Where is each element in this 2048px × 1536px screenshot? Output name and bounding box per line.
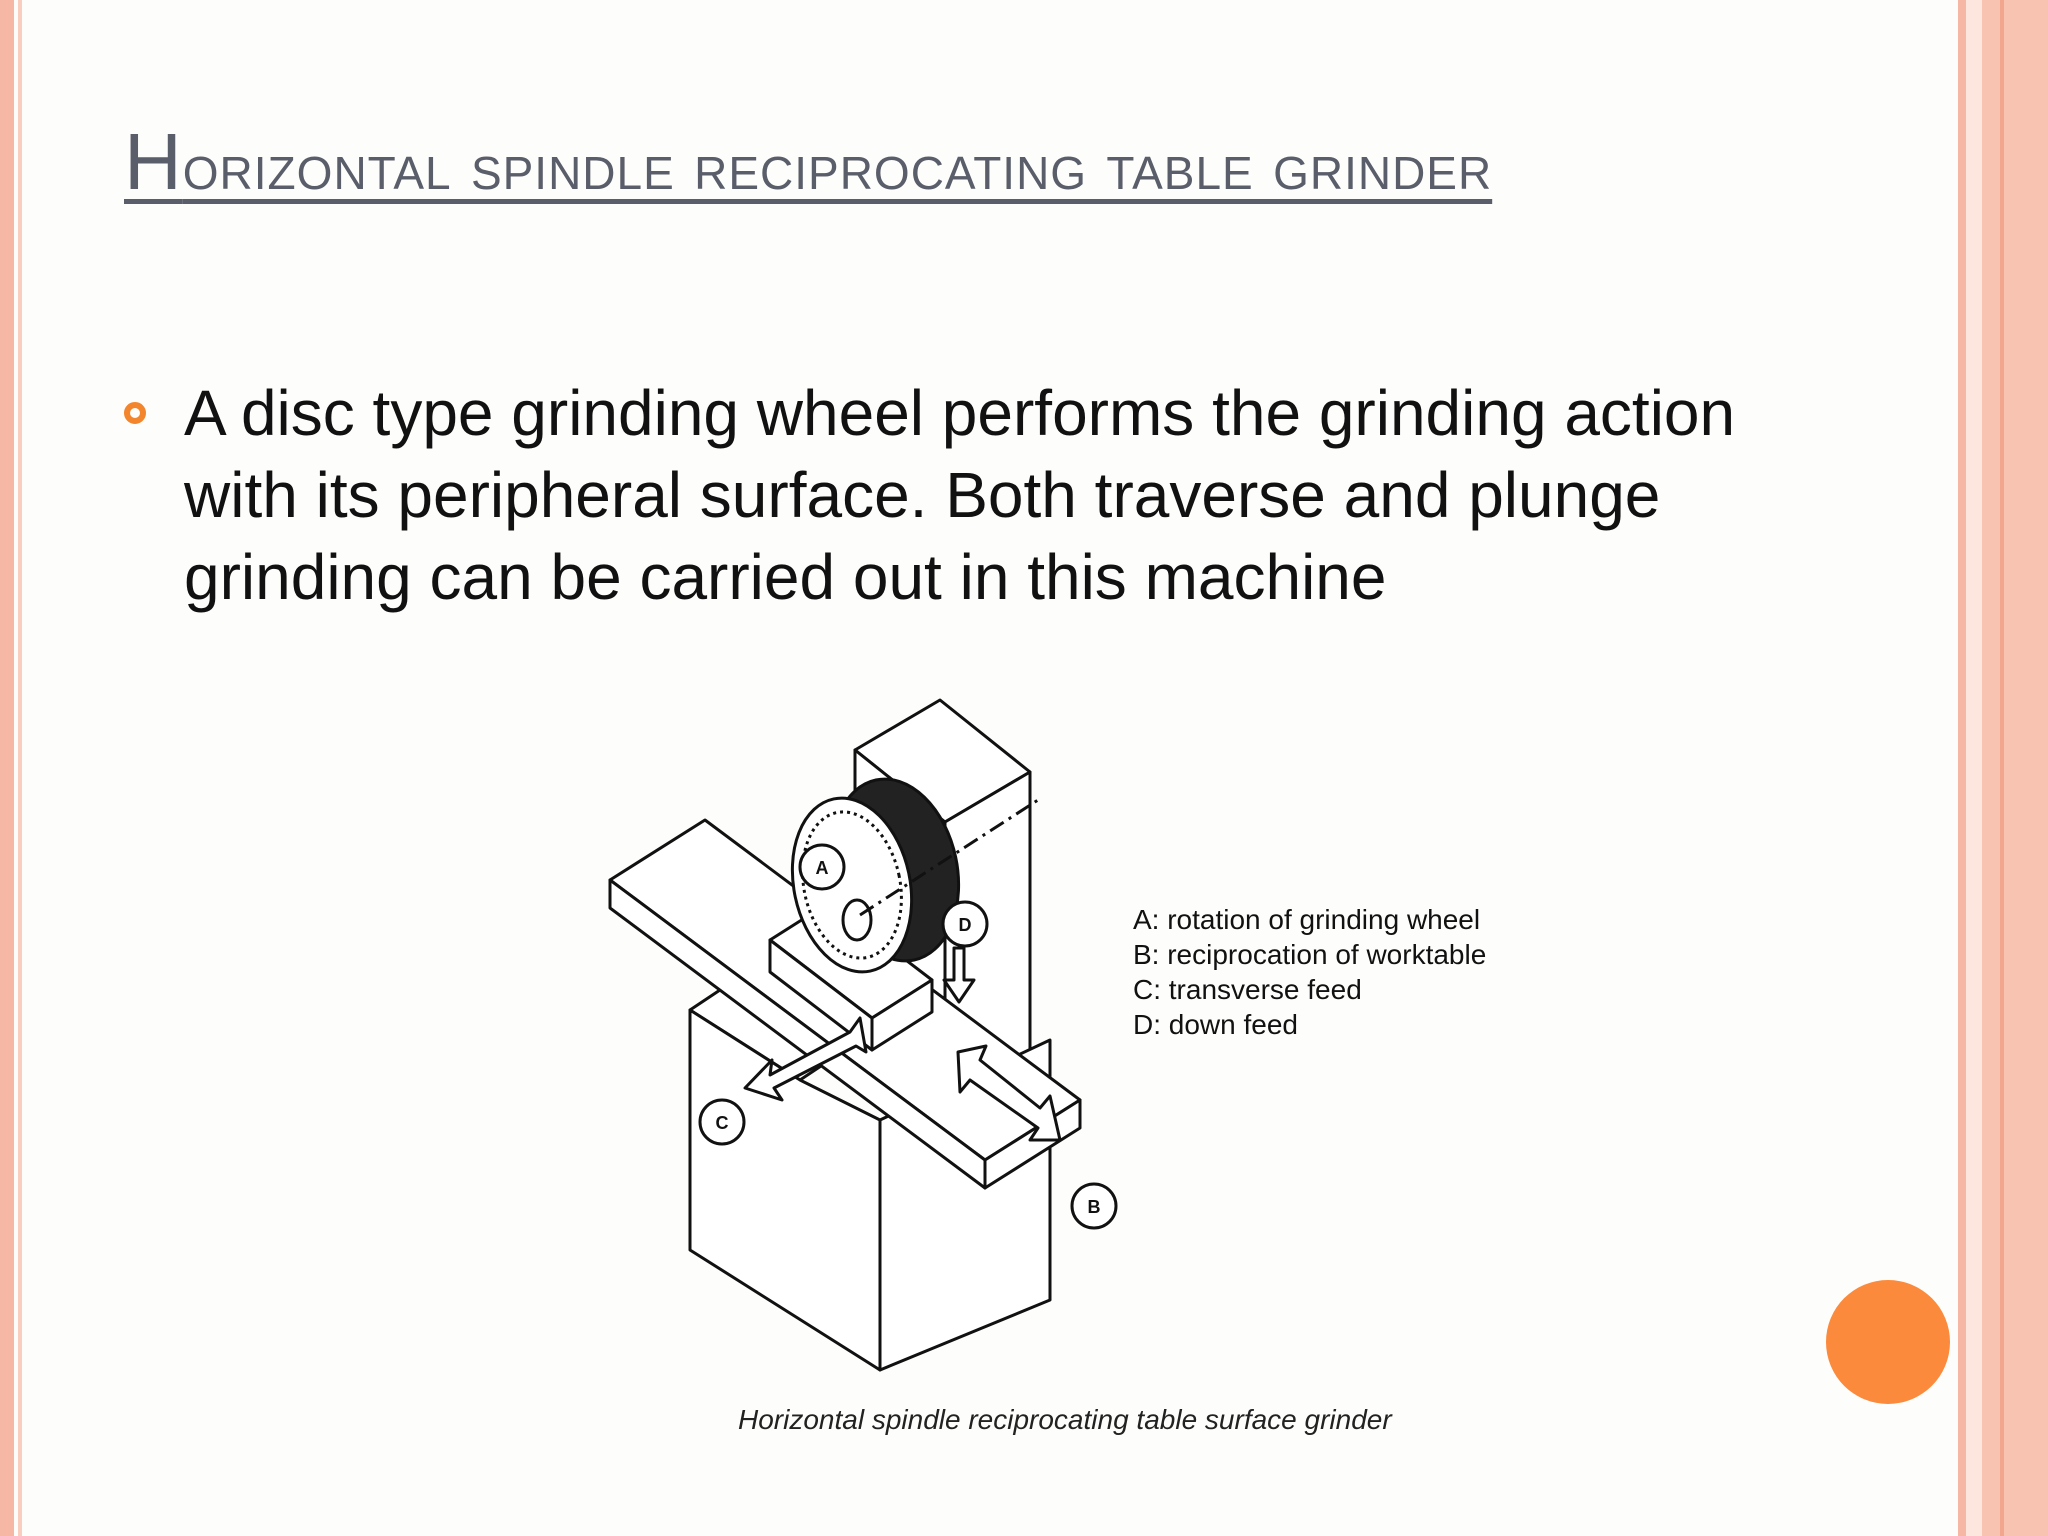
wheel-texture (801, 810, 903, 960)
reciprocation-arrow-icon (956, 1044, 1062, 1142)
title-first-letter: H (124, 117, 183, 206)
legend-item-a: A: rotation of grinding wheel (1133, 904, 1481, 935)
slide-title: Horizontal spindle reciprocating table g… (124, 108, 1824, 220)
title-rest: orizontal spindle reciprocating table gr… (182, 129, 1493, 203)
left-border-stripe (0, 0, 14, 1536)
marker-b-label: B (1088, 1197, 1101, 1217)
marker-d-circle (941, 900, 989, 948)
down-feed-arrow-icon (942, 946, 976, 1004)
left-border-line (18, 0, 22, 1536)
grinder-diagram: A D C B (608, 698, 1118, 1372)
bullet-text: A disc type grinding wheel performs the … (184, 377, 1736, 613)
right-border-band (1966, 0, 1982, 1536)
grinding-wheel (790, 796, 914, 974)
marker-d-label: D (959, 915, 972, 935)
marker-a-circle (798, 843, 846, 891)
transverse-feed-arrow-icon (743, 1016, 868, 1102)
decorative-orange-circle (1826, 1280, 1950, 1404)
marker-a-label: A (816, 858, 829, 878)
figure-caption: Horizontal spindle reciprocating table s… (738, 1404, 1392, 1435)
marker-c-label: C (716, 1113, 729, 1133)
legend-item-b: B: reciprocation of worktable (1133, 939, 1487, 970)
right-border-stripe (1982, 0, 2048, 1536)
wheel-hub (841, 898, 873, 942)
workpiece-side (870, 978, 934, 1052)
marker-b-circle (1070, 1182, 1118, 1230)
marker-c-circle (698, 1098, 746, 1146)
spindle-axis (859, 798, 1039, 917)
legend-item-c: C: transverse feed (1133, 974, 1362, 1005)
bullet-ring-icon (124, 402, 146, 424)
right-border-line (1958, 0, 1966, 1536)
legend-item-d: D: down feed (1133, 1009, 1298, 1040)
right-border-accent (2000, 0, 2004, 1536)
figure-legend: A: rotation of grinding wheel B: recipro… (1133, 902, 1486, 1042)
